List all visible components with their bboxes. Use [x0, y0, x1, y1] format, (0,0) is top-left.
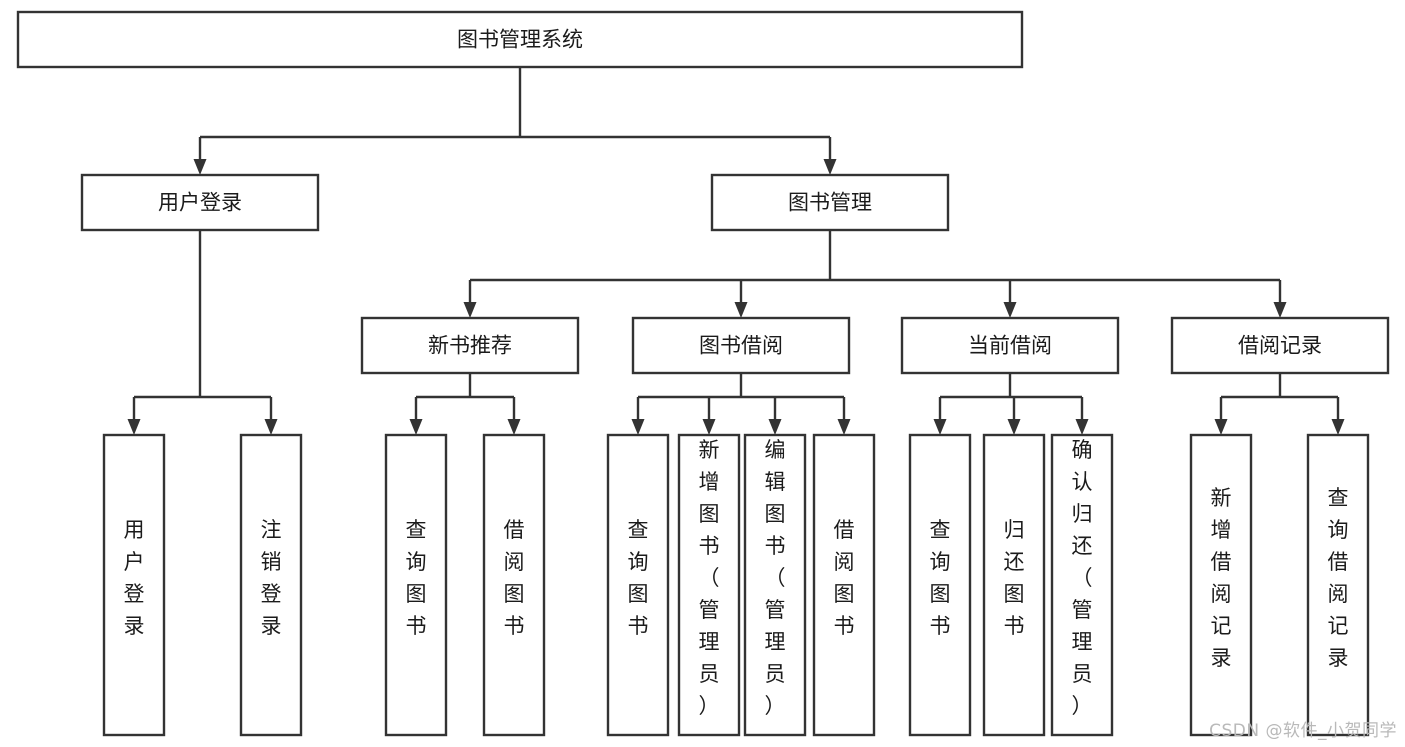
node-label: 借阅记录	[1238, 334, 1322, 358]
node-label: 用户登录	[124, 518, 145, 638]
node-leaf-logout[interactable]: 注销登录	[239, 433, 303, 737]
node-box[interactable]	[1050, 433, 1114, 737]
node-box[interactable]	[606, 433, 670, 737]
node-leaf-confirm-return[interactable]: 确认归还（管理员）	[1050, 433, 1114, 737]
node-box[interactable]	[1189, 433, 1253, 737]
arrow-head-icon	[1075, 419, 1089, 435]
arrow-head-icon	[127, 419, 141, 435]
node-label: 图书管理系统	[457, 28, 583, 52]
node-leaf-query-record[interactable]: 查询借阅记录	[1306, 433, 1370, 737]
node-label: 查询图书	[628, 518, 649, 638]
node-borrow-record[interactable]: 借阅记录	[1170, 316, 1390, 375]
node-root[interactable]: 图书管理系统	[16, 10, 1024, 69]
node-label: 查询图书	[930, 518, 951, 638]
node-leaf-query-book-3[interactable]: 查询图书	[908, 433, 972, 737]
node-leaf-borrow-book-1[interactable]: 借阅图书	[482, 433, 546, 737]
arrow-head-icon	[933, 419, 947, 435]
arrow-head-icon	[631, 419, 645, 435]
node-label: 新书推荐	[428, 334, 512, 358]
node-current-borrow[interactable]: 当前借阅	[900, 316, 1120, 375]
node-label: 新增图书（管理员）	[699, 438, 720, 718]
arrow-head-icon	[264, 419, 278, 435]
node-label: 确认归还（管理员）	[1072, 438, 1093, 718]
node-layer: 图书管理系统用户登录图书管理新书推荐图书借阅当前借阅借阅记录用户登录注销登录查询…	[16, 10, 1390, 737]
node-user-login[interactable]: 用户登录	[80, 173, 320, 232]
node-label: 注销登录	[261, 518, 282, 638]
node-label: 归还图书	[1004, 518, 1025, 638]
node-box[interactable]	[360, 316, 580, 375]
arrow-head-icon	[409, 419, 423, 435]
node-label: 图书管理	[788, 191, 872, 215]
node-box[interactable]	[900, 316, 1120, 375]
node-box[interactable]	[482, 433, 546, 737]
arrow-head-icon	[768, 419, 782, 435]
arrow-head-icon	[1007, 419, 1021, 435]
node-box[interactable]	[384, 433, 448, 737]
node-label: 新增借阅记录	[1211, 486, 1232, 670]
node-book-borrow[interactable]: 图书借阅	[631, 316, 851, 375]
node-box[interactable]	[631, 316, 851, 375]
node-label: 当前借阅	[968, 334, 1052, 358]
arrow-head-icon	[1214, 419, 1228, 435]
node-leaf-query-book-1[interactable]: 查询图书	[384, 433, 448, 737]
node-leaf-edit-book[interactable]: 编辑图书（管理员）	[743, 433, 807, 737]
connector-layer	[127, 67, 1345, 435]
node-box[interactable]	[677, 433, 741, 737]
node-box[interactable]	[812, 433, 876, 737]
node-box[interactable]	[908, 433, 972, 737]
node-label: 借阅图书	[504, 518, 525, 638]
node-label: 图书借阅	[699, 334, 783, 358]
arrow-head-icon	[734, 302, 748, 318]
node-leaf-return-book[interactable]: 归还图书	[982, 433, 1046, 737]
arrow-head-icon	[1003, 302, 1017, 318]
arrow-head-icon	[1331, 419, 1345, 435]
node-label: 用户登录	[158, 191, 242, 215]
arrow-head-icon	[823, 159, 837, 175]
node-label: 编辑图书（管理员）	[765, 438, 786, 718]
arrow-head-icon	[1273, 302, 1287, 318]
node-box[interactable]	[80, 173, 320, 232]
arrow-head-icon	[702, 419, 716, 435]
node-box[interactable]	[710, 173, 950, 232]
node-box[interactable]	[1306, 433, 1370, 737]
node-leaf-add-book[interactable]: 新增图书（管理员）	[677, 433, 741, 737]
node-box[interactable]	[102, 433, 166, 737]
node-box[interactable]	[239, 433, 303, 737]
node-label: 查询图书	[406, 518, 427, 638]
node-label: 查询借阅记录	[1328, 486, 1349, 670]
arrow-head-icon	[837, 419, 851, 435]
node-box[interactable]	[1170, 316, 1390, 375]
node-leaf-user-login[interactable]: 用户登录	[102, 433, 166, 737]
node-book-manage[interactable]: 图书管理	[710, 173, 950, 232]
arrow-head-icon	[193, 159, 207, 175]
node-new-book-rec[interactable]: 新书推荐	[360, 316, 580, 375]
node-leaf-add-record[interactable]: 新增借阅记录	[1189, 433, 1253, 737]
node-box[interactable]	[743, 433, 807, 737]
arrow-head-icon	[463, 302, 477, 318]
node-box[interactable]	[982, 433, 1046, 737]
node-leaf-borrow-book-2[interactable]: 借阅图书	[812, 433, 876, 737]
node-label: 借阅图书	[834, 518, 855, 638]
node-box[interactable]	[16, 10, 1024, 69]
arrow-head-icon	[507, 419, 521, 435]
node-leaf-query-book-2[interactable]: 查询图书	[606, 433, 670, 737]
